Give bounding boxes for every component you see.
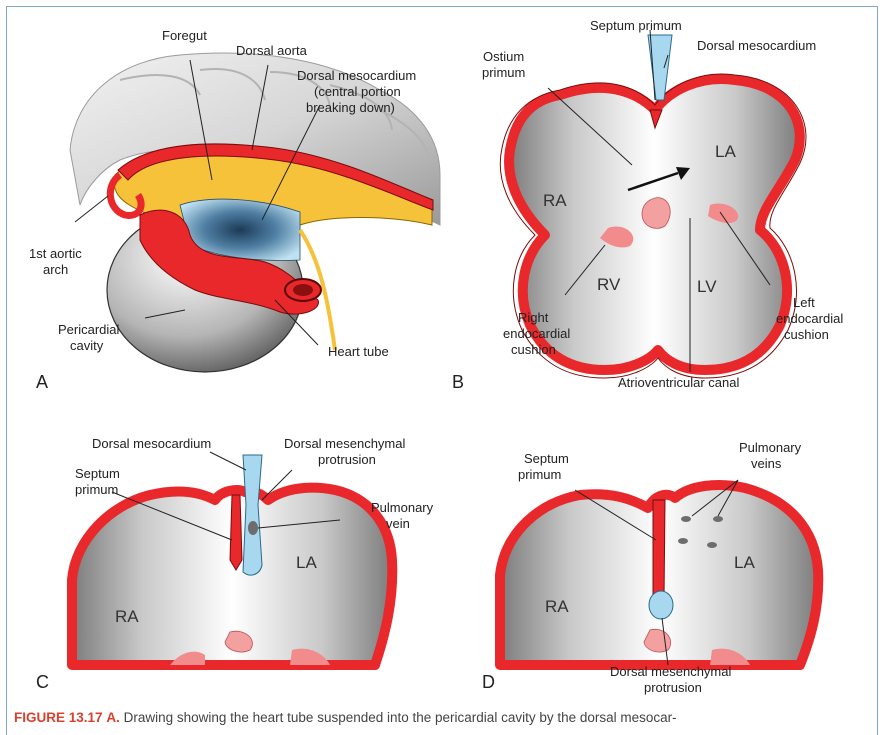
caption-text: Drawing showing the heart tube suspended… [124,710,677,725]
label-first-aortic-arch: 1st aortic [29,246,82,261]
label-heart-tube: Heart tube [328,344,389,359]
panel-letter-c: C [36,672,49,692]
label-septum-c-1: Septum [75,466,120,481]
chamber-la-d: LA [734,553,755,572]
chamber-ra-c: RA [115,607,139,626]
label-dorsal-aorta: Dorsal aorta [236,43,308,58]
label-protrusion-c-1: Dorsal mesenchymal [284,436,405,451]
label-pericardial: Pericardial [58,322,120,337]
label-right-cushion-1: Right [518,310,549,325]
label-right-cushion-2: endocardial [503,326,570,341]
av-cushion-center-b [642,198,670,229]
label-left-cushion-3: cushion [784,327,829,342]
label-septum-c-2: primum [75,482,118,497]
label-right-cushion-3: cushion [511,342,556,357]
label-left-cushion-2: endocardial [776,311,843,326]
heart-tube-lumen [293,284,313,296]
label-pulmonary-c-1: Pulmonary [371,500,434,515]
label-septum-primum-b: Septum primum [590,18,682,33]
label-primum: primum [482,65,525,80]
chamber-la-b: LA [715,142,736,161]
panel-letter-b: B [452,372,464,392]
label-pulmonary-d-2: veins [751,456,782,471]
chamber-rv-b: RV [597,275,621,294]
panel-d-drawing [500,480,818,665]
label-dorsal-mesocardium-c: Dorsal mesocardium [92,436,211,451]
label-dorsal-mesocardium-a: Dorsal mesocardium [297,68,416,83]
label-septum-d-1: Septum [524,451,569,466]
panel-letter-d: D [482,672,495,692]
label-protrusion-c-2: protrusion [318,452,376,467]
label-protrusion-d-2: protrusion [644,680,702,695]
label-cavity: cavity [70,338,104,353]
septum-primum-d [653,500,665,605]
label-breaking-down: breaking down) [306,100,395,115]
label-septum-d-2: primum [518,467,561,482]
panel-c-drawing [72,452,392,665]
label-av-canal: Atrioventricular canal [618,375,739,390]
caption-figure-number: FIGURE 13.17 [14,710,103,725]
label-dorsal-mesocardium-b: Dorsal mesocardium [697,38,816,53]
pulmonary-vein-d-2 [713,516,723,522]
chamber-la-c: LA [296,553,317,572]
label-ostium: Ostium [483,49,524,64]
pulmonary-vein-d-1 [681,516,691,522]
septum-primum-c [230,495,242,570]
chamber-lv-b: LV [697,277,717,296]
label-pulmonary-c-2: vein [386,516,410,531]
label-left-cushion-1: Left [793,295,815,310]
pulmonary-vein-d-3 [678,538,688,544]
figure-caption: FIGURE 13.17 A. Drawing showing the hear… [14,710,874,725]
label-pulmonary-d-1: Pulmonary [739,440,802,455]
pulmonary-vein-c [248,521,258,535]
dorsal-mesocardium-b [648,35,672,100]
panel-letter-a: A [36,372,48,392]
caption-panel-ref: A. [106,710,120,725]
label-arch: arch [43,262,68,277]
label-protrusion-d-1: Dorsal mesenchymal [610,664,731,679]
label-foregut: Foregut [162,28,207,43]
label-central-portion: (central portion [314,84,401,99]
chamber-ra-b: RA [543,191,567,210]
chamber-ra-d: RA [545,597,569,616]
protrusion-d [649,591,673,619]
pulmonary-vein-d-4 [707,542,717,548]
dorsal-mesocardium-c [243,455,262,575]
